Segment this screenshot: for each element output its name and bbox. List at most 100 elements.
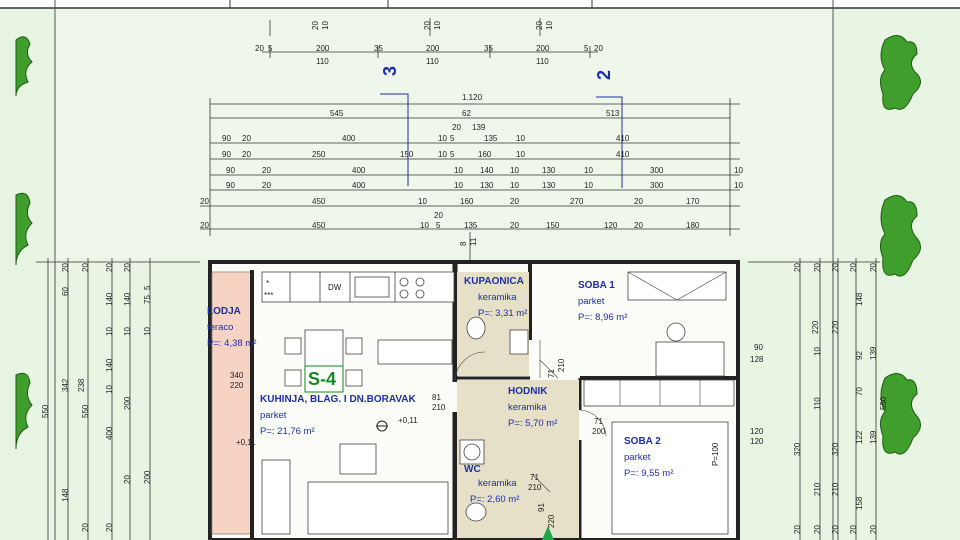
room-soba2: SOBA 2 parket P=: 9,55 m² xyxy=(624,436,673,479)
dim-label: 10 xyxy=(454,181,463,190)
dim-label: 20 xyxy=(510,221,519,230)
dim-label: 10 xyxy=(510,181,519,190)
dim-label: 200 xyxy=(426,44,440,53)
dim-label: 20 xyxy=(123,263,132,272)
dim-label: 1.120 xyxy=(462,93,483,102)
dim-label: 20 xyxy=(61,263,70,272)
dim-label: 158 xyxy=(855,496,864,510)
dim-label: 140 xyxy=(480,166,494,175)
room-soba1: SOBA 1 parket P=: 8,96 m² xyxy=(578,280,627,323)
dim-label: 20 xyxy=(242,134,251,143)
toilet-icon xyxy=(466,316,486,340)
dim-label: 200 xyxy=(143,470,152,484)
dim-label: 200 xyxy=(123,396,132,410)
axis-marker-2: 2 xyxy=(594,70,623,188)
dim-label: 20 xyxy=(793,525,802,534)
dim-label: 400 xyxy=(352,166,366,175)
dim-label: 11 xyxy=(469,237,478,246)
svg-text:P=: 4,38 m²: P=: 4,38 m² xyxy=(207,338,256,349)
tree-right-3 xyxy=(879,373,921,455)
dim-label: 10 xyxy=(433,21,442,30)
dim-label: 150 xyxy=(546,221,560,230)
dim-label: 450 xyxy=(312,197,326,206)
unit-label: S-4 xyxy=(308,369,336,389)
dim-label: 180 xyxy=(686,221,700,230)
svg-text:KUPAONICA: KUPAONICA xyxy=(464,276,524,287)
dim-label: 110 xyxy=(316,57,329,66)
opening-label: 120 xyxy=(750,437,764,446)
bed-soba2 xyxy=(611,421,729,535)
tree-left-2 xyxy=(15,192,33,266)
chair-icon xyxy=(666,322,686,342)
dim-label: 130 xyxy=(480,181,494,190)
opening-label: 71 xyxy=(594,417,603,426)
dim-label: 20 xyxy=(81,523,90,532)
dim-label: 90 xyxy=(222,150,231,159)
dim-label: 20 xyxy=(869,525,878,534)
dim-label: 5 xyxy=(268,44,273,53)
sink-icon xyxy=(354,276,390,298)
svg-text:P=: 2,60 m²: P=: 2,60 m² xyxy=(470,494,519,505)
dim-label: 10 xyxy=(143,327,152,336)
tree-right-1 xyxy=(879,35,921,110)
room-hodnik: HODNIK keramika P=: 5,70 m² xyxy=(508,386,557,429)
dim-label: 10 xyxy=(105,327,114,336)
svg-text:WC: WC xyxy=(464,464,481,475)
dim-label: 20 xyxy=(423,21,432,30)
dim-label: 20 xyxy=(434,211,443,220)
dim-label: 10 xyxy=(516,150,525,159)
dim-label: 10 xyxy=(516,134,525,143)
dimension-chain-labels: 1.120 545 62 513 20 139 90 20 400 10 5 1… xyxy=(200,93,743,246)
svg-text:+0,11: +0,11 xyxy=(398,416,418,425)
dim-label: 10 xyxy=(510,166,519,175)
dim-label: 210 xyxy=(831,482,840,496)
dim-label: 20 xyxy=(262,181,271,190)
dishwasher-label: DW xyxy=(328,283,342,292)
opening-label: 220 xyxy=(230,381,244,390)
armchair xyxy=(261,459,291,535)
dim-label: 10 xyxy=(734,181,743,190)
dim-label: 545 xyxy=(330,109,344,118)
dim-label: 410 xyxy=(616,134,630,143)
dim-label: 20 xyxy=(793,263,802,272)
dim-label: 90 xyxy=(226,181,235,190)
door-swing xyxy=(454,351,486,383)
axis-marker-3: 3 xyxy=(380,66,409,186)
svg-text:keramika: keramika xyxy=(478,478,517,489)
svg-text:P=: 3,31 m²: P=: 3,31 m² xyxy=(478,308,527,319)
dim-label: 35 xyxy=(484,44,493,53)
dim-label: 10 xyxy=(105,385,114,394)
dim-label: 10 xyxy=(438,150,447,159)
dim-label: 20 xyxy=(105,263,114,272)
opening-label: 81 xyxy=(432,393,441,402)
svg-text:HODNIK: HODNIK xyxy=(508,386,548,397)
lodja-fill xyxy=(211,271,253,535)
dim-label: 5 xyxy=(436,221,441,230)
dim-label: 20 xyxy=(242,150,251,159)
dim-label: 10 xyxy=(454,166,463,175)
dimension-right-labels: 20 20 20 20 20 148 220 220 10 92 70 139 … xyxy=(793,263,888,534)
elevation-marker-2: +0,11 xyxy=(236,438,256,447)
dim-label: 135 xyxy=(484,134,498,143)
dimension-left-labels: 550 342 238 60 20 20 20 140 10 140 10 55… xyxy=(41,263,152,532)
room-kuhinja: KUHINJA, BLAG. I DN.BORAVAK parket P=: 2… xyxy=(260,394,417,437)
dim-label: 20 xyxy=(200,197,209,206)
apartment-unit: * *** DW xyxy=(208,260,764,540)
opening-label: 210 xyxy=(528,483,542,492)
dim-label: 90 xyxy=(226,166,235,175)
dim-label: 320 xyxy=(793,442,802,456)
dim-label: 10 xyxy=(813,347,822,356)
svg-text:***: *** xyxy=(264,291,273,300)
dim-label: 450 xyxy=(312,221,326,230)
opening-label: 120 xyxy=(750,427,764,436)
dim-label: 300 xyxy=(650,181,664,190)
dim-label: 70 xyxy=(855,387,864,396)
dim-label: 320 xyxy=(831,442,840,456)
dim-label: 550 xyxy=(41,404,50,418)
dim-label: 148 xyxy=(855,292,864,306)
dim-label: 10 xyxy=(584,181,593,190)
dim-label: 110 xyxy=(813,397,822,410)
room-lodja: LODJA teraco P=: 4,38 m² xyxy=(207,306,256,349)
dim-label: 20 xyxy=(535,21,544,30)
